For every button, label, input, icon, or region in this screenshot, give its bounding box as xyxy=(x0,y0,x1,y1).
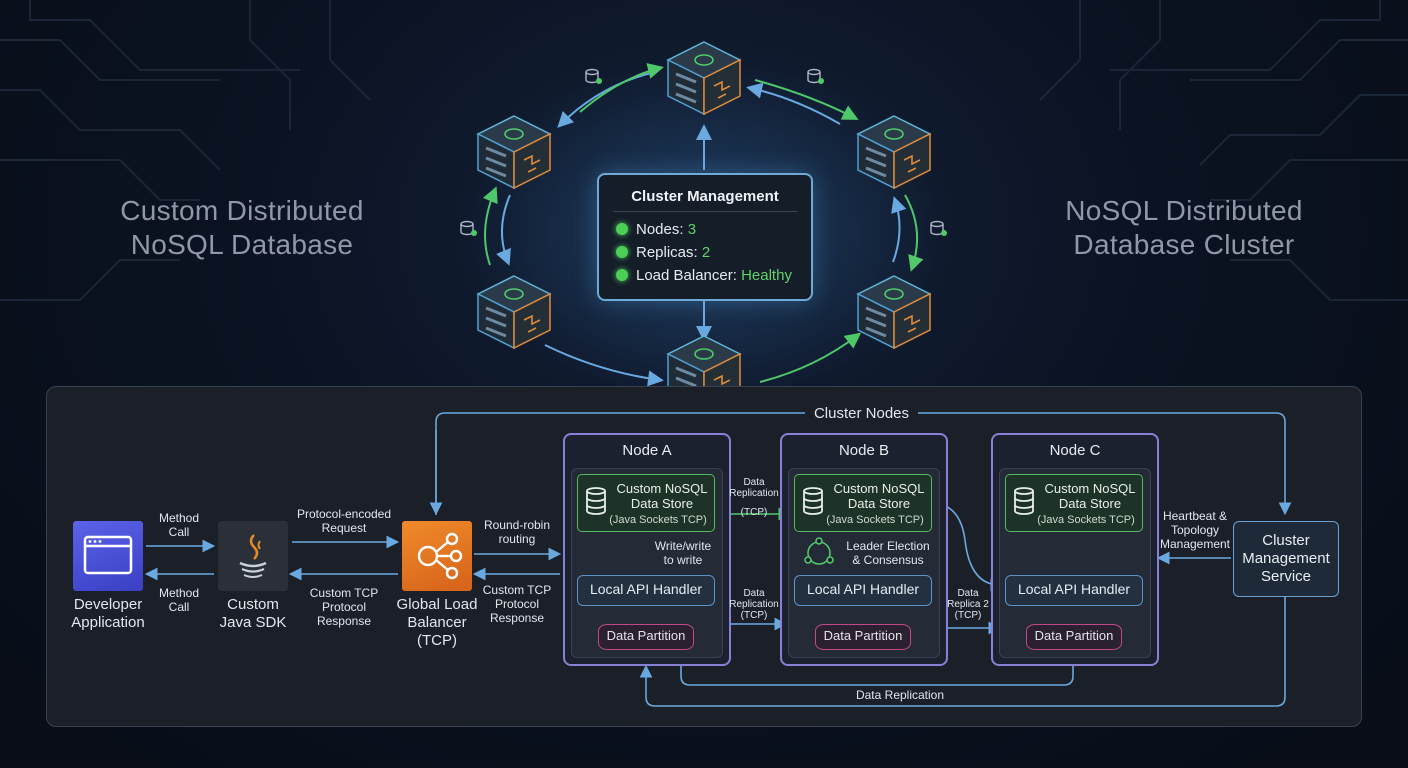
node-c-title: Node C xyxy=(1049,442,1101,459)
node-b-data-partition: Data Partition xyxy=(815,624,911,650)
node-a-title: Node A xyxy=(622,442,672,459)
server-cube-icon xyxy=(666,41,742,116)
developer-application-icon xyxy=(73,521,143,591)
replicas-status-row: Replicas: 2 xyxy=(616,244,710,261)
server-cube-icon xyxy=(666,335,742,390)
node-a-data-partition: Data Partition xyxy=(598,624,694,650)
divider xyxy=(613,211,797,212)
consensus-icon xyxy=(804,537,834,565)
data-replication-label: Data Replication xyxy=(855,688,945,702)
server-cube-icon xyxy=(476,275,552,350)
server-cube-icon xyxy=(856,115,932,190)
load-balancer-status-row: Load Balancer: Healthy xyxy=(616,267,792,284)
nodes-status-row: Nodes: 3 xyxy=(616,221,696,238)
status-dot-icon xyxy=(616,246,628,258)
leader-election-label: Leader Election& Consensus xyxy=(846,539,930,567)
cluster-nodes-label: Cluster Nodes xyxy=(805,405,918,423)
java-sdk-icon xyxy=(218,521,288,591)
server-cube-icon xyxy=(476,115,552,190)
server-cube-icons xyxy=(476,41,932,390)
load-balancer-icon xyxy=(402,521,472,591)
database-icon xyxy=(803,487,823,515)
node-b-title: Node B xyxy=(838,442,890,459)
circuit-background xyxy=(0,0,1408,301)
cluster-management-panel: Cluster Management Nodes: 3 Replicas: 2 … xyxy=(597,173,813,301)
database-icon xyxy=(586,487,606,515)
server-cube-icon xyxy=(856,275,932,350)
node-c-data-partition: Data Partition xyxy=(1026,624,1122,650)
node-b-api-handler: Local API Handler xyxy=(794,575,932,606)
cluster-management-title: Cluster Management xyxy=(631,188,779,205)
database-badge-icons xyxy=(460,68,947,236)
status-dot-icon xyxy=(616,223,628,235)
status-dot-icon xyxy=(616,269,628,281)
node-a-api-handler: Local API Handler xyxy=(577,575,715,606)
database-icon xyxy=(1014,487,1034,515)
node-c-api-handler: Local API Handler xyxy=(1005,575,1143,606)
